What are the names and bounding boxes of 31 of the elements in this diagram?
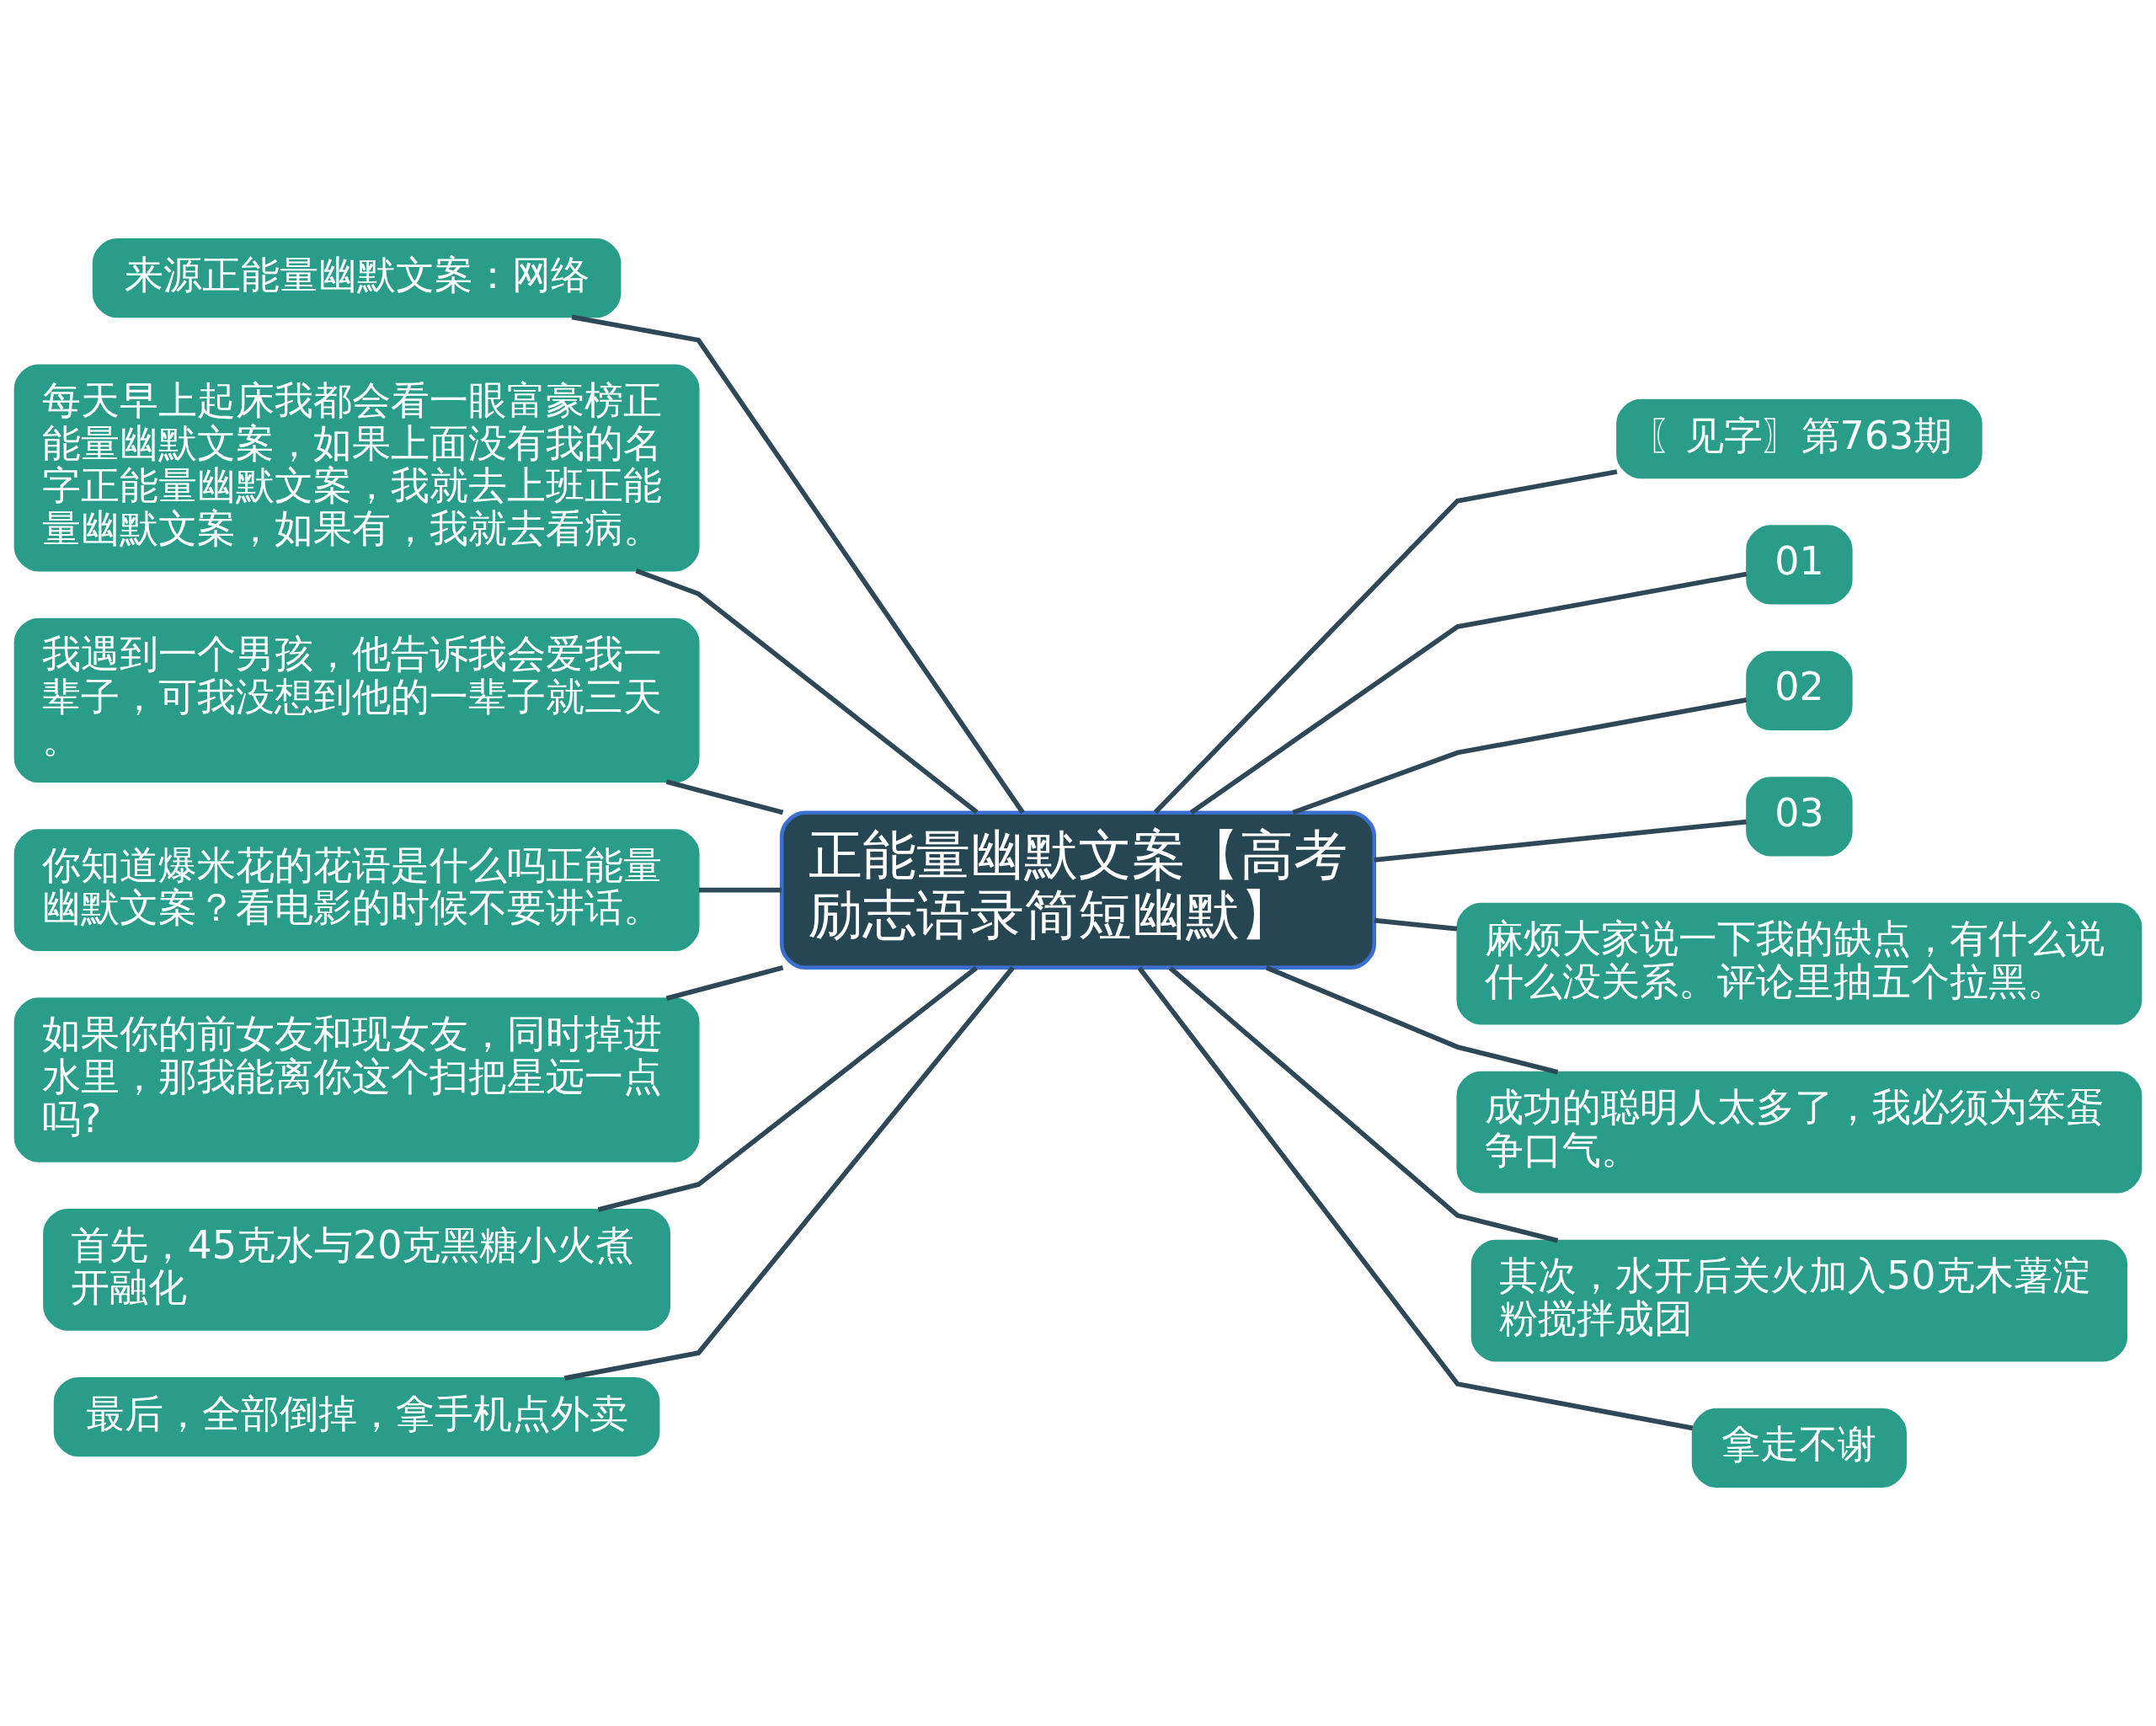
connector	[1153, 469, 1618, 815]
connector	[1189, 571, 1748, 815]
node-box: 麻烦大家说一下我的缺点，有什么说什么没关系。评论里抽五个拉黑。	[1456, 902, 2143, 1025]
node-box: 你知道爆米花的花语是什么吗正能量幽默文案？看电影的时候不要讲话。	[13, 829, 700, 952]
connector	[571, 314, 1025, 815]
node-box: 01	[1746, 525, 1853, 605]
connector	[1292, 697, 1748, 815]
connector	[597, 965, 979, 1212]
node-box: 来源正能量幽默文案：网络	[92, 238, 622, 318]
connector	[1374, 819, 1747, 863]
node-box: 〖见字〗第763期	[1616, 398, 1983, 479]
node-box: 如果你的前女友和现女友，同时掉进水里，那我能离你这个扫把星远一点吗?	[13, 997, 700, 1162]
connector	[635, 568, 979, 815]
node-box: 拿走不谢	[1691, 1408, 1907, 1488]
node-box: 首先，45克水与20克黑糖小火煮开融化	[43, 1208, 671, 1331]
connector	[665, 965, 784, 1002]
node-box: 02	[1746, 650, 1853, 730]
connector	[1374, 917, 1458, 932]
node-box: 其次，水开后关火加入50克木薯淀粉搅拌成团	[1470, 1239, 2128, 1362]
connector	[1265, 965, 1559, 1075]
connector	[1168, 966, 1559, 1243]
node-box: 每天早上起床我都会看一眼富豪榜正能量幽默文案，如果上面没有我的名字正能量幽默文案，我就去上班正能量幽默文案，如果有，我就去看病。	[13, 364, 700, 572]
node-box: 03	[1746, 777, 1853, 857]
node-box: 我遇到一个男孩，他告诉我会爱我一辈子，可我没想到他的一辈子就三天。	[13, 617, 700, 783]
connector	[1137, 966, 1694, 1431]
connector	[563, 965, 1015, 1381]
node-box: 成功的聪明人太多了，我必须为笨蛋争口气。	[1456, 1071, 2143, 1194]
connector	[699, 887, 782, 893]
node-box: 正能量幽默文案【高考励志语录简短幽默】	[779, 810, 1377, 970]
node-box: 最后，全部倒掉，拿手机点外卖	[53, 1376, 660, 1457]
connector	[665, 779, 784, 815]
